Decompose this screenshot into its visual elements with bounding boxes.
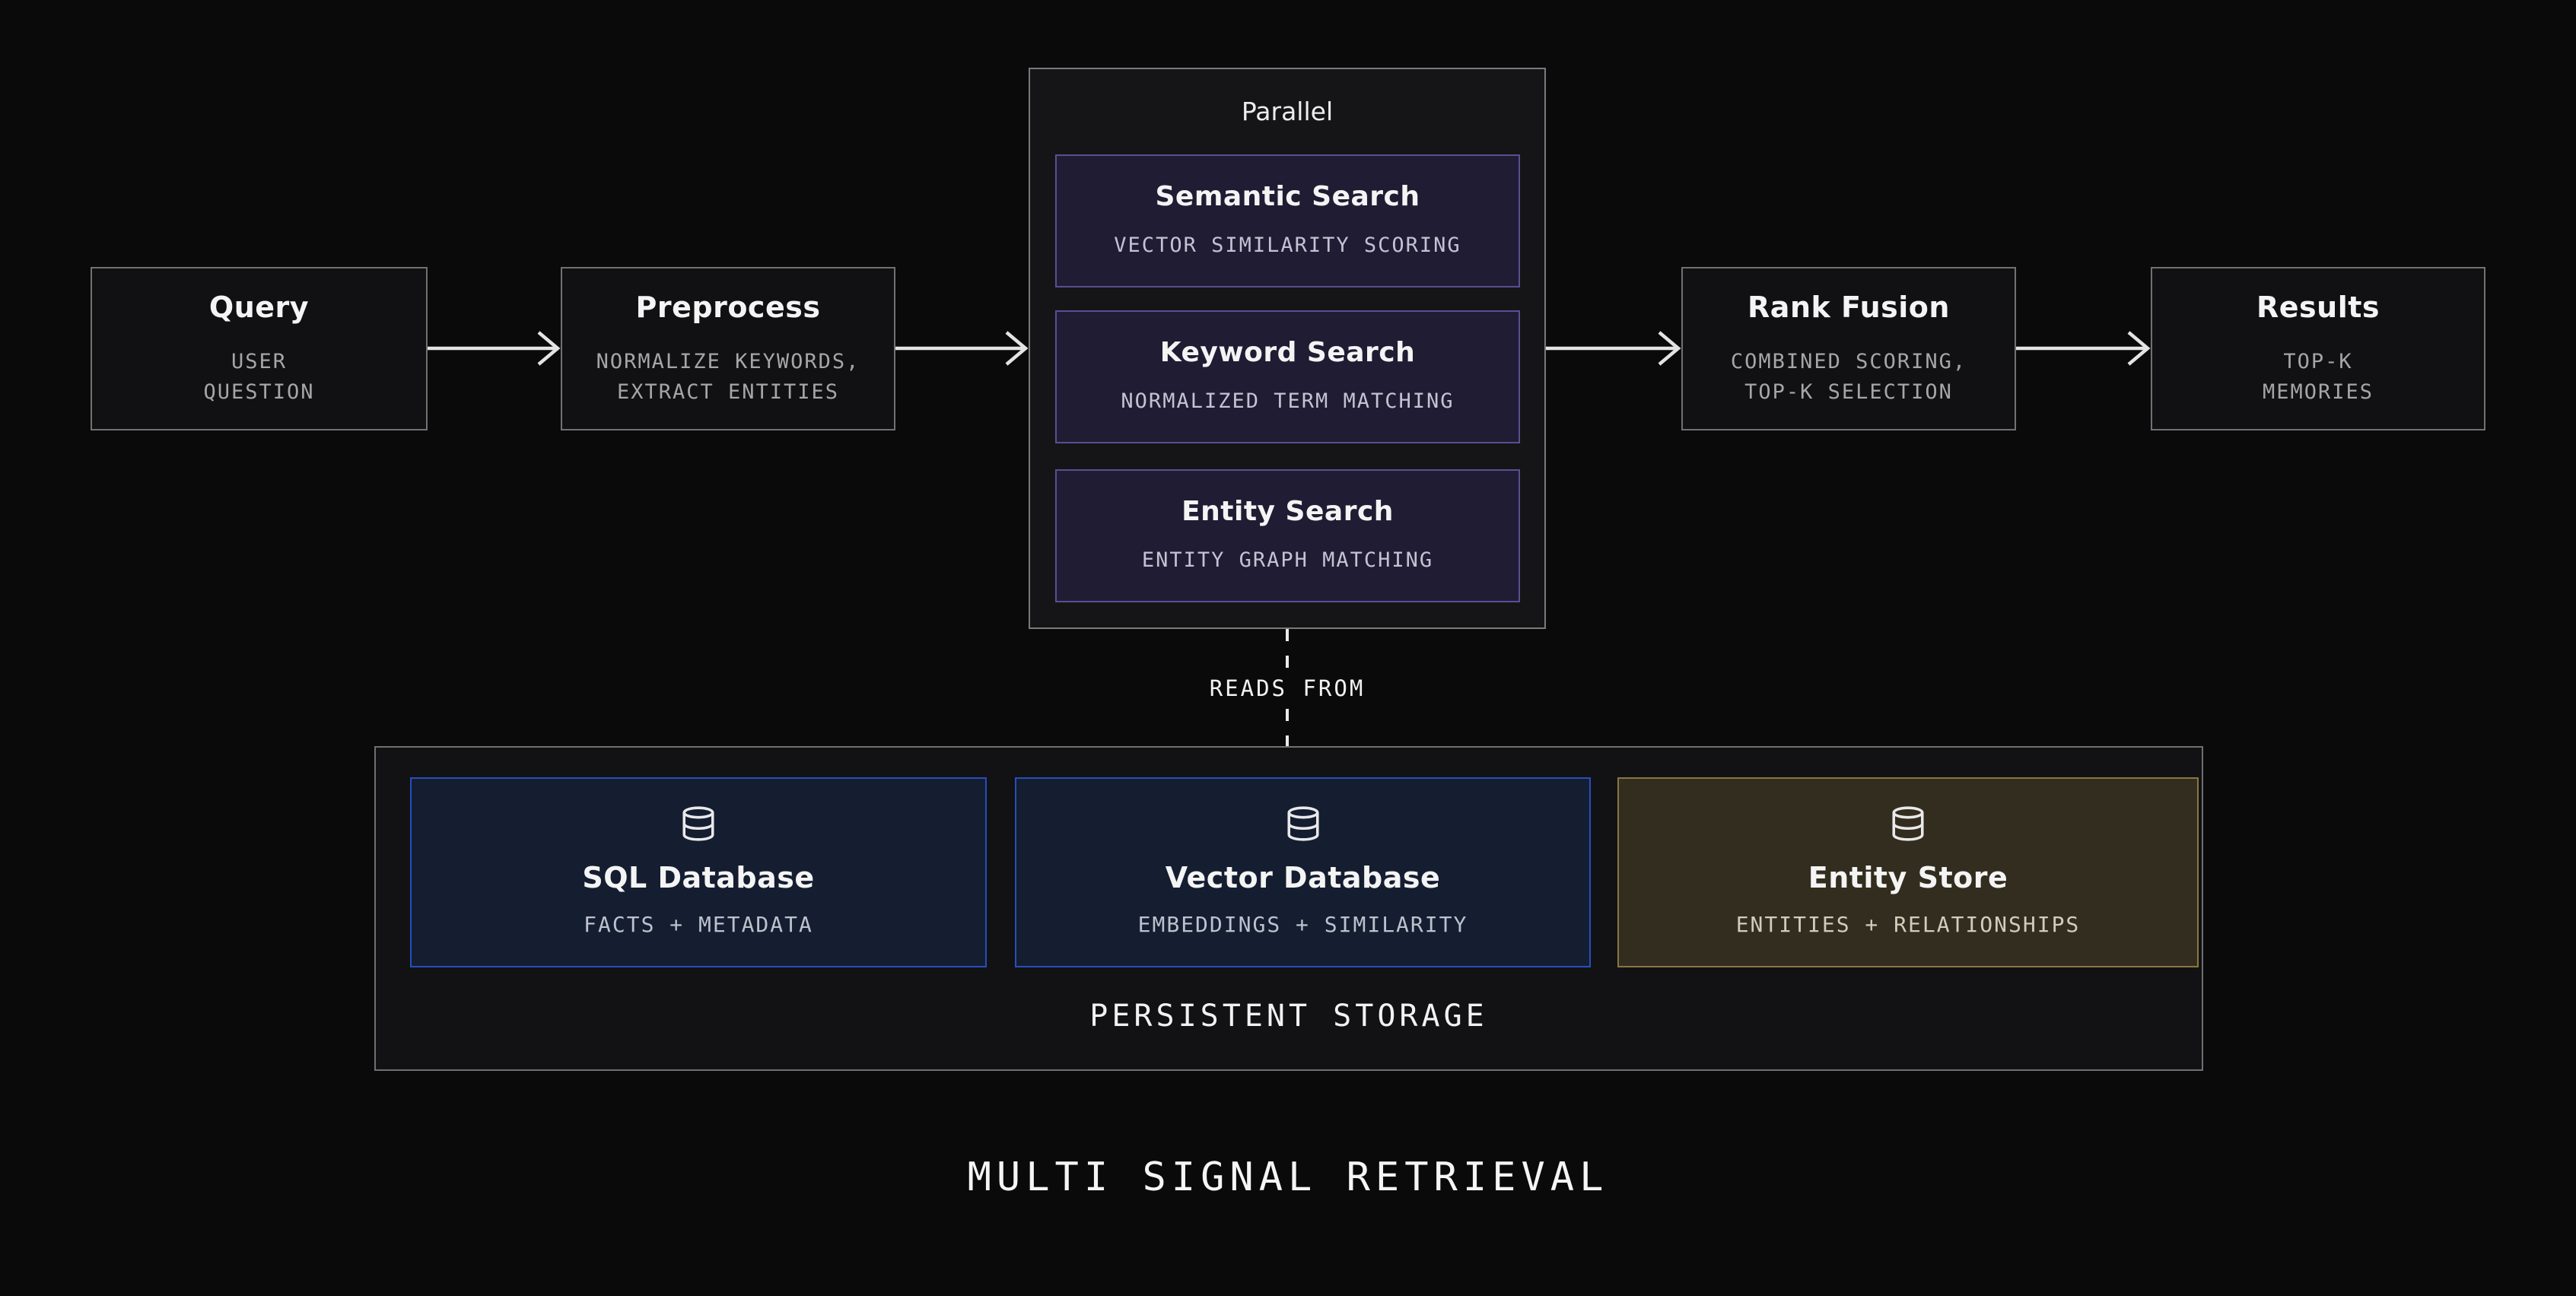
stage-keyword-search-title: Keyword Search [1159,337,1416,369]
page-title: MULTI SIGNAL RETRIEVAL [967,1155,1609,1200]
reads-from-label: READS FROM [1194,668,1381,709]
database-icon [1286,806,1319,841]
node-preprocess-subtitle: NORMALIZE KEYWORDS, EXTRACT ENTITIES [596,350,860,404]
stage-entity-search-subtitle: ENTITY GRAPH MATCHING [1141,548,1434,573]
node-results: Results TOP-K MEMORIES [2151,267,2485,430]
node-results-subtitle: TOP-K MEMORIES [2262,350,2374,404]
arrow-parallel-to-rank-fusion-icon [1546,331,1681,366]
node-rank-fusion: Rank Fusion COMBINED SCORING, TOP-K SELE… [1681,267,2016,430]
store-entity-store-subtitle: ENTITIES + RELATIONSHIPS [1735,911,2081,937]
stage-entity-search-title: Entity Search [1181,496,1394,528]
stage-semantic-search-subtitle: VECTOR SIMILARITY SCORING [1114,233,1461,258]
persistent-storage-group: SQL Database FACTS + METADATA Vector Dat… [374,746,2203,1071]
stage-semantic-search: Semantic Search VECTOR SIMILARITY SCORIN… [1055,154,1520,287]
store-sql-database: SQL Database FACTS + METADATA [410,777,987,967]
arrow-rank-fusion-to-results-icon [2016,331,2151,366]
store-vector-database-title: Vector Database [1165,860,1441,894]
stage-entity-search: Entity Search ENTITY GRAPH MATCHING [1055,469,1520,602]
database-icon [682,806,714,841]
node-query: Query USER QUESTION [91,267,428,430]
node-results-title: Results [2256,291,2380,325]
parallel-group-label: Parallel [1241,97,1334,126]
node-rank-fusion-title: Rank Fusion [1748,291,1950,325]
node-query-subtitle: USER QUESTION [203,350,315,404]
persistent-storage-label: PERSISTENT STORAGE [1089,999,1488,1034]
stage-keyword-search: Keyword Search NORMALIZED TERM MATCHING [1055,310,1520,443]
store-vector-database: Vector Database EMBEDDINGS + SIMILARITY [1015,777,1591,967]
arrow-query-to-preprocess-icon [428,331,561,366]
stage-keyword-search-subtitle: NORMALIZED TERM MATCHING [1121,389,1455,414]
node-preprocess: Preprocess NORMALIZE KEYWORDS, EXTRACT E… [561,267,895,430]
parallel-group: Parallel Semantic Search VECTOR SIMILARI… [1029,68,1546,629]
node-query-title: Query [208,291,310,325]
database-icon [1892,806,1924,841]
arrow-preprocess-to-parallel-icon [895,331,1029,366]
store-sql-database-title: SQL Database [582,860,815,894]
store-vector-database-subtitle: EMBEDDINGS + SIMILARITY [1137,911,1468,937]
node-preprocess-title: Preprocess [635,291,821,325]
node-rank-fusion-subtitle: COMBINED SCORING, TOP-K SELECTION [1730,350,1967,404]
store-entity-store: Entity Store ENTITIES + RELATIONSHIPS [1617,777,2199,967]
stage-semantic-search-title: Semantic Search [1155,181,1420,213]
store-sql-database-subtitle: FACTS + METADATA [584,911,813,937]
store-entity-store-title: Entity Store [1808,860,2008,894]
